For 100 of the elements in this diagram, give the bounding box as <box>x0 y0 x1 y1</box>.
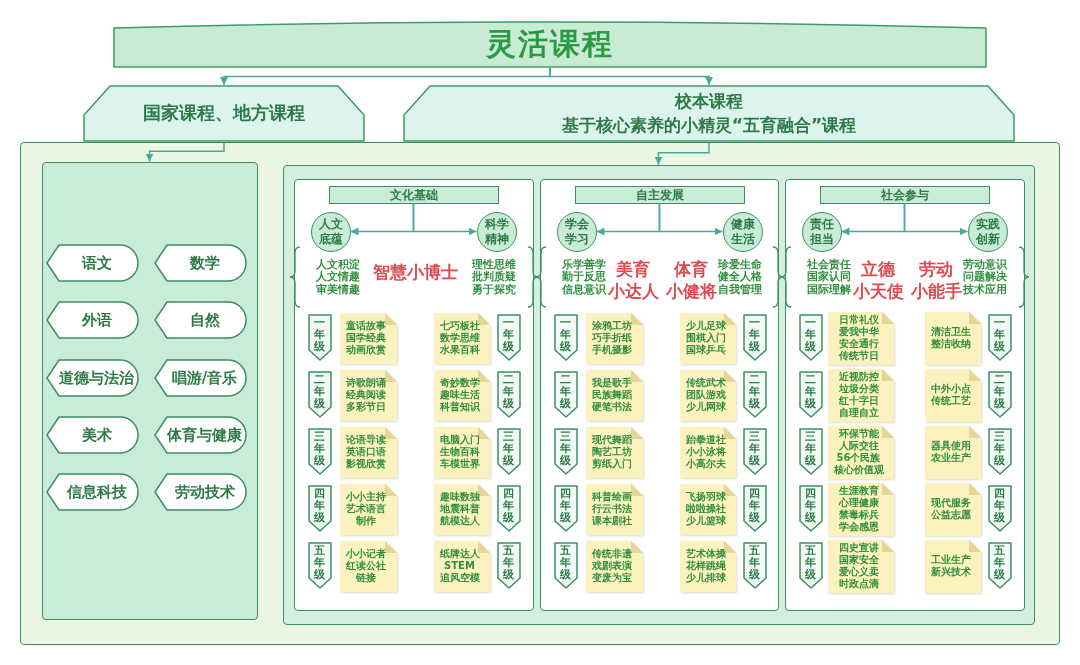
course-name: 工业生产 <box>930 554 971 566</box>
course-name: 制作 <box>356 515 376 527</box>
course-name: 学会感恩 <box>838 521 879 533</box>
grade-label: 三年级 <box>749 430 760 467</box>
course-name: 电脑入门 <box>439 434 480 446</box>
course-name: 奇妙数学 <box>439 377 480 389</box>
course-name: 现代舞蹈 <box>592 434 632 446</box>
course-name: 经典阅读 <box>346 389 386 401</box>
quality-text: 国家认同 <box>806 270 851 283</box>
course-name: 生物百科 <box>439 446 480 458</box>
quality-text: 珍爱生命 <box>717 257 762 270</box>
grade-tag <box>798 427 823 475</box>
section-title: 劳动小能手 <box>910 258 962 302</box>
grade-label: 一年级 <box>314 316 325 353</box>
subject-label: 自然 <box>189 310 220 330</box>
subject-label: 劳动技术 <box>174 482 235 502</box>
course-note <box>339 312 397 364</box>
course-name: 追风空模 <box>439 572 480 584</box>
course-name: 巧手折纸 <box>592 332 632 344</box>
course-name: 器具使用 <box>930 440 971 452</box>
header-label: 文化基础 <box>389 187 438 202</box>
course-note <box>585 369 643 421</box>
subject-tag <box>154 359 247 397</box>
subject-label: 美术 <box>81 425 112 445</box>
grade-tag <box>553 370 578 418</box>
subject-tag <box>46 416 139 454</box>
grade-label: 二年级 <box>314 373 325 410</box>
grade-label: 二年级 <box>503 373 514 410</box>
course-name: 小小主持 <box>346 491 386 503</box>
course-tab <box>83 85 365 141</box>
grade-label: 五年级 <box>805 544 816 581</box>
header-label: 社会参与 <box>880 187 929 202</box>
grade-tag <box>496 313 521 361</box>
category-header <box>574 185 745 204</box>
subject-tag <box>46 244 139 282</box>
course-name: 爱我中华 <box>838 326 879 338</box>
grade-label: 四年级 <box>994 487 1005 524</box>
quality-text: 国际理解 <box>806 282 851 295</box>
quality-text: 人文积淀 <box>315 257 360 270</box>
grade-tag <box>307 541 332 589</box>
course-name: 课本剧社 <box>592 515 632 527</box>
course-name: 英语口语 <box>346 446 386 458</box>
course-name: 航模达人 <box>439 515 480 527</box>
course-name: 水果百科 <box>439 344 480 356</box>
course-name: 新兴技术 <box>930 566 971 578</box>
course-name: 花样跳绳 <box>685 560 726 572</box>
subject-label: 语文 <box>81 253 112 273</box>
course-note <box>827 482 894 536</box>
course-name: 国家安全 <box>838 554 879 566</box>
course-name: 数学思维 <box>439 332 480 344</box>
course-name: 诗歌朗诵 <box>346 377 386 389</box>
grade-label: 一年级 <box>805 316 816 353</box>
banner-heading: 灵活课程 <box>486 24 614 63</box>
grade-label: 四年级 <box>503 487 514 524</box>
grade-label: 三年级 <box>805 430 816 467</box>
course-name: 趣味生活 <box>439 389 480 401</box>
quality-text: 劳动意识 <box>962 257 1007 270</box>
course-note <box>827 311 894 365</box>
course-name: 少儿篮球 <box>685 515 726 527</box>
grade-label: 一年级 <box>749 316 760 353</box>
course-name: 红读公社 <box>346 560 386 572</box>
course-name: 少儿足球 <box>685 320 726 332</box>
grade-tag <box>307 484 332 532</box>
quality-text: 人文情趣 <box>315 270 360 283</box>
course-name: STEM <box>444 560 475 572</box>
grade-tag <box>987 370 1012 418</box>
grade-label: 五年级 <box>994 544 1005 581</box>
connector-arrow <box>658 202 724 236</box>
course-name: 传统武术 <box>685 377 726 389</box>
course-name: 涂鸦工坊 <box>592 320 632 332</box>
quality-text: 审美情趣 <box>315 282 360 295</box>
quality-text: 自我管理 <box>717 282 762 295</box>
quality-text: 勇于探究 <box>471 282 516 295</box>
course-note <box>924 368 981 422</box>
grade-tag <box>553 427 578 475</box>
subject-tag <box>154 473 247 511</box>
subject-label: 唱游/音乐 <box>171 368 238 388</box>
grade-tag <box>742 484 767 532</box>
category-header <box>819 185 990 204</box>
quality-text: 健全人格 <box>717 270 762 283</box>
subject-tag <box>154 244 247 282</box>
course-name: 车模世界 <box>439 458 480 470</box>
grade-label: 二年级 <box>994 373 1005 410</box>
course-name: 环保节能 <box>838 428 879 440</box>
course-name: 传统非遗 <box>592 548 632 560</box>
course-note <box>924 425 981 479</box>
course-name: 围棋入门 <box>685 332 726 344</box>
course-note <box>585 540 643 592</box>
grade-tag <box>307 313 332 361</box>
course-name: 小高尔夫 <box>685 458 726 470</box>
grade-tag <box>307 370 332 418</box>
tab-heading: 基于核心素养的小精灵“五育融合”课程 <box>561 114 857 137</box>
circle-label: 人文底蕴 <box>318 216 343 247</box>
connector-arrow <box>412 202 478 236</box>
course-name: 四史宣讲 <box>838 542 879 554</box>
grade-tag <box>496 427 521 475</box>
grade-label: 二年级 <box>749 373 760 410</box>
course-note <box>433 540 490 592</box>
circle-label: 实践创新 <box>975 216 1000 247</box>
subject-label: 数学 <box>189 253 220 273</box>
